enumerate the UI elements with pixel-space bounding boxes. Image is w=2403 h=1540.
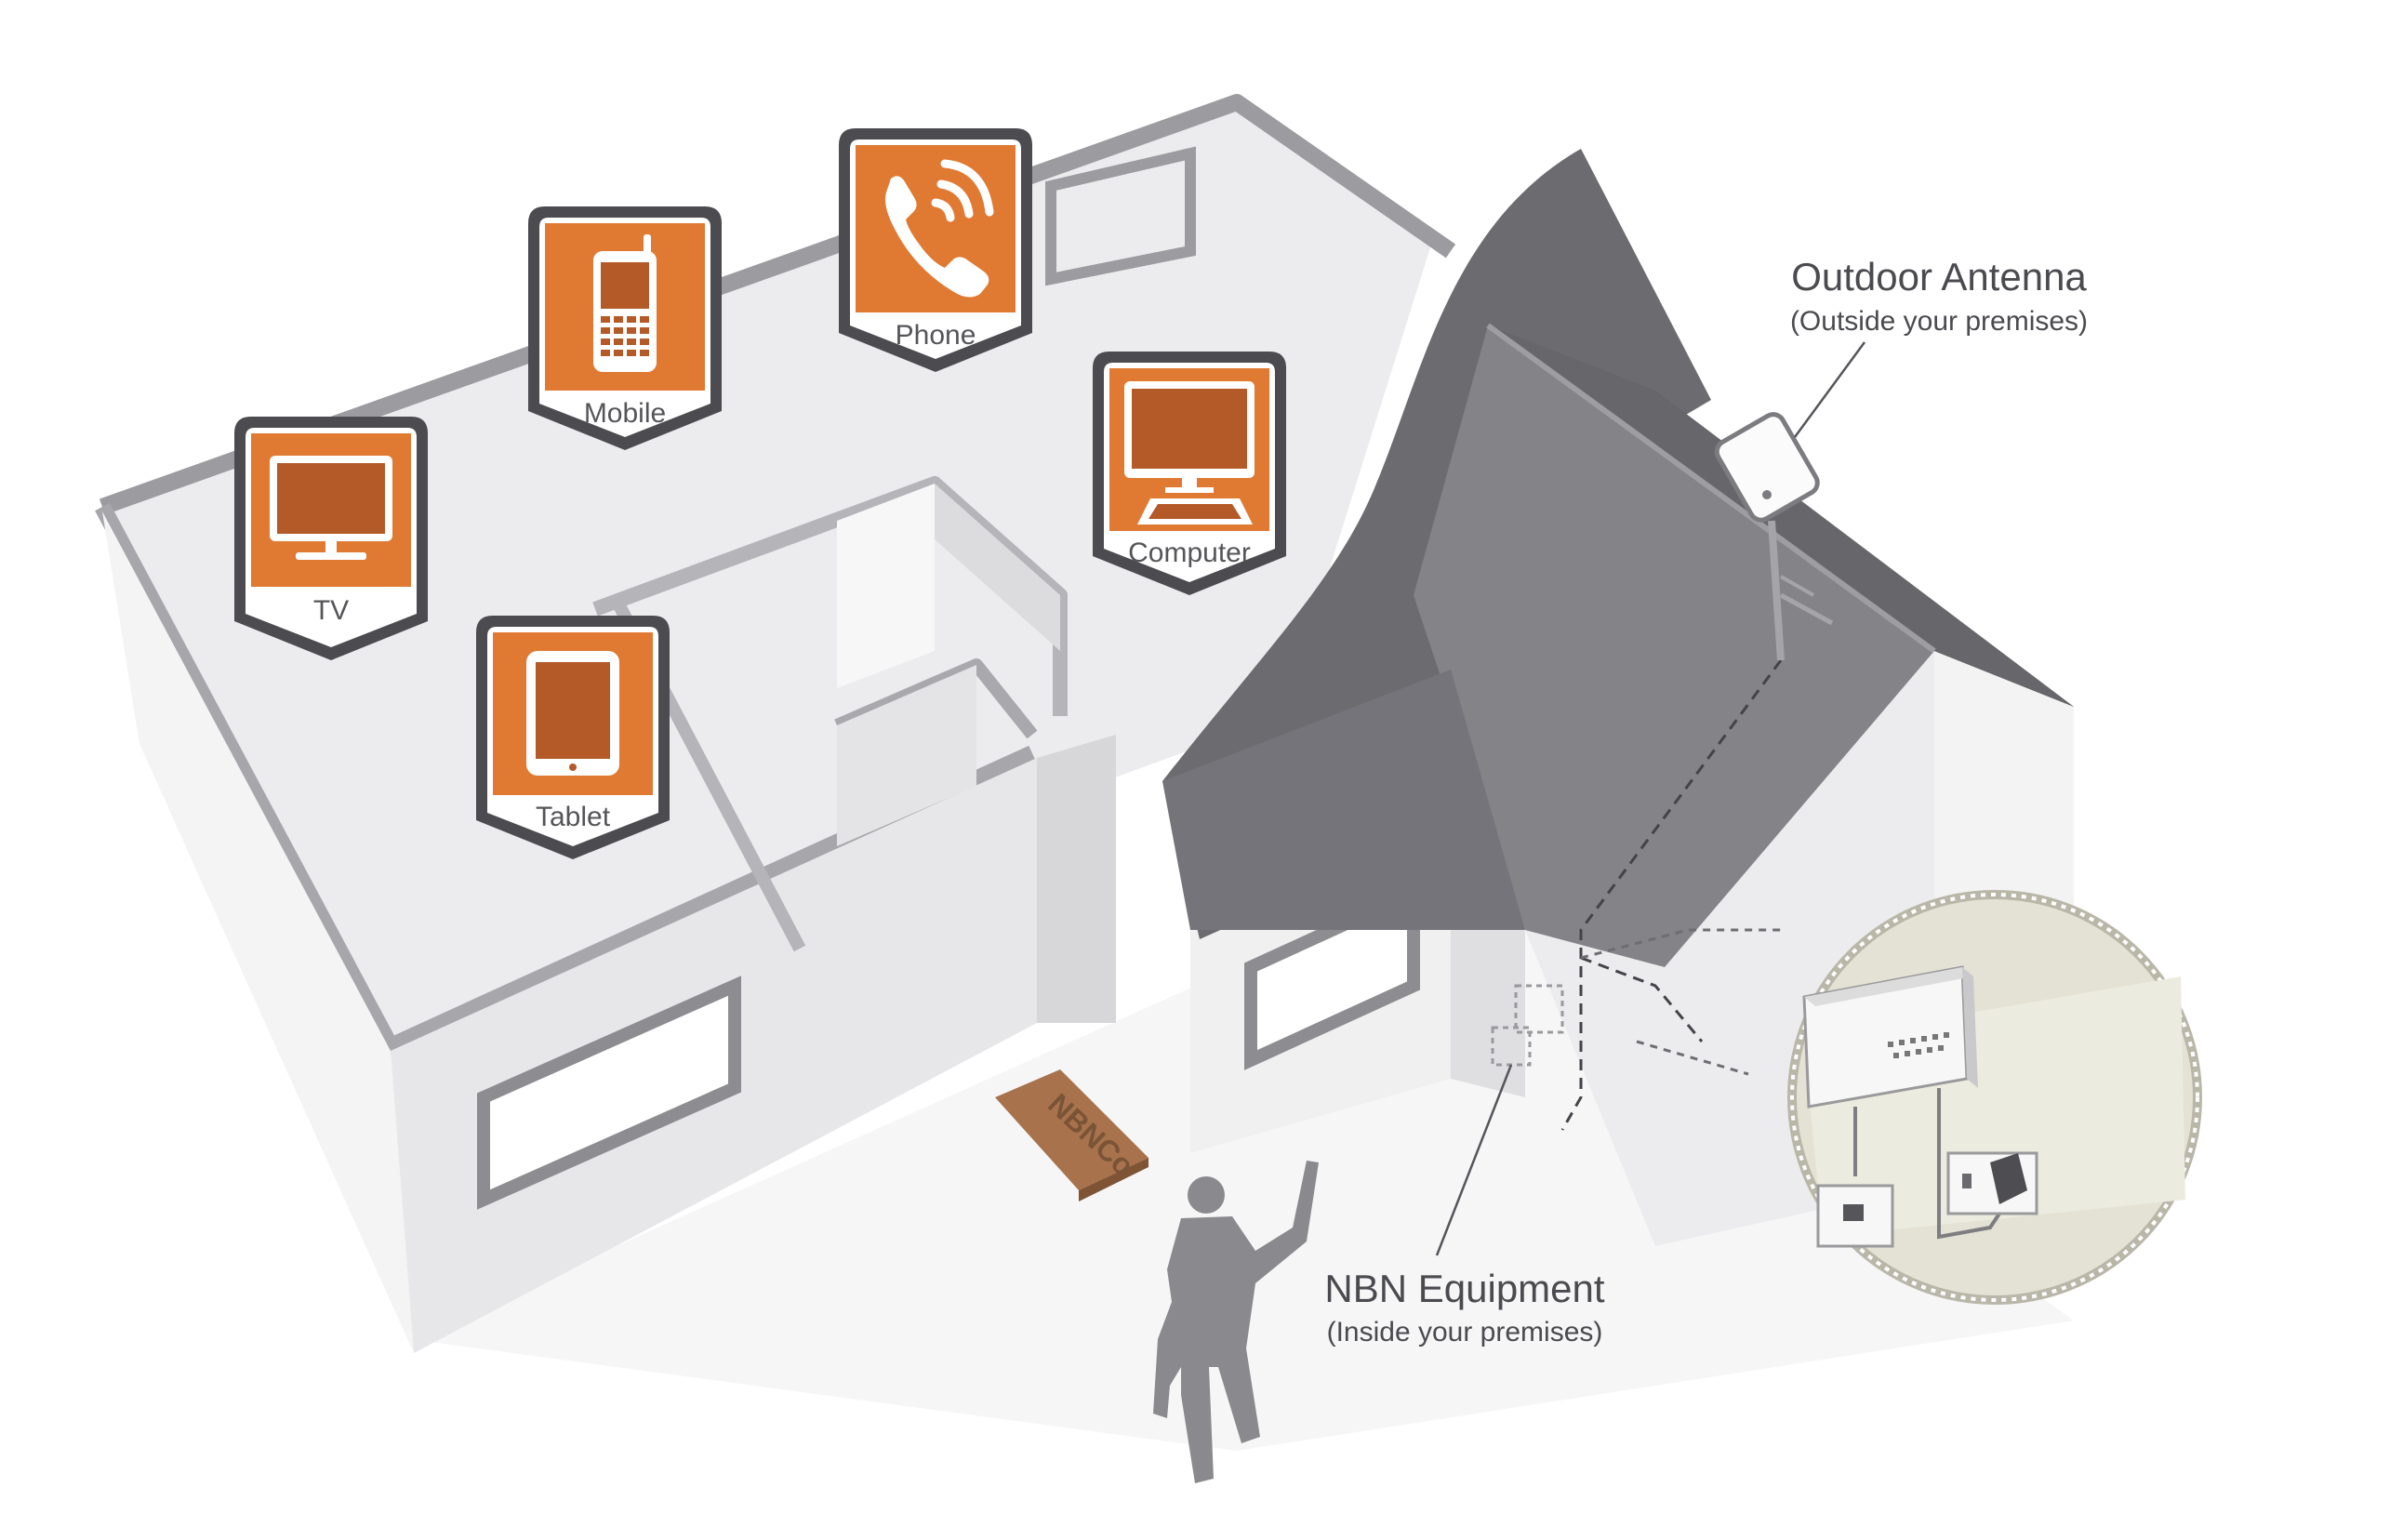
antenna-callout: Outdoor Antenna (Outside your premises) <box>1790 255 2088 337</box>
device-label-phone: Phone <box>896 320 976 351</box>
power-point-plug-icon <box>1946 1151 2038 1215</box>
tv-badge: TV <box>234 417 428 660</box>
house-cutaway <box>95 94 2074 1451</box>
tablet-icon <box>526 651 619 776</box>
device-label-mobile: Mobile <box>584 398 666 429</box>
phone-handset-icon <box>885 159 994 298</box>
phone-badge: Phone <box>839 128 1032 372</box>
equipment-inset <box>1580 890 2202 1305</box>
house-roof-section <box>1162 149 2074 1246</box>
equipment-callout: NBN Equipment (Inside your premises) <box>1324 1267 1604 1348</box>
antenna-callout-title: Outdoor Antenna <box>1791 255 2087 299</box>
wall-data-socket-icon <box>1816 1184 1894 1248</box>
antenna-callout-subtitle: (Outside your premises) <box>1790 306 2088 337</box>
ntd-device-icon <box>1802 965 1978 1109</box>
person-silhouette <box>1153 1161 1319 1483</box>
equipment-callout-title: NBN Equipment <box>1324 1267 1604 1310</box>
mobile-badge: Mobile <box>528 206 722 450</box>
computer-icon <box>1124 381 1255 524</box>
antenna-leader-line <box>1793 341 1866 438</box>
device-label-tv: TV <box>313 595 349 626</box>
mobile-phone-icon <box>593 234 657 372</box>
tv-icon <box>270 456 392 560</box>
device-label-computer: Computer <box>1128 538 1251 568</box>
equipment-callout-subtitle: (Inside your premises) <box>1327 1317 1603 1348</box>
computer-badge: Computer <box>1093 352 1286 595</box>
antenna-illustration <box>1714 412 1834 661</box>
tablet-badge: Tablet <box>476 616 670 859</box>
equipment-leader-line <box>1435 1064 1513 1256</box>
device-label-tablet: Tablet <box>536 802 611 832</box>
